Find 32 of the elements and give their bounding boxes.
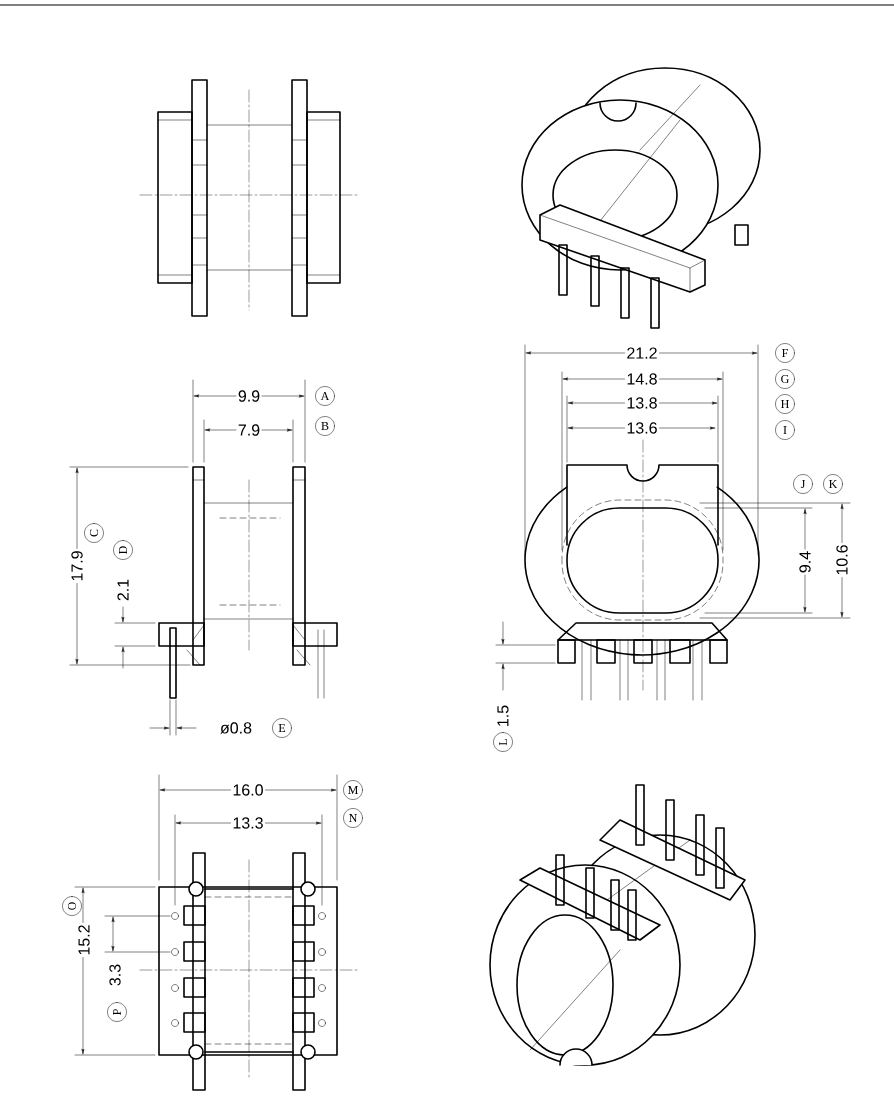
dimension-label: 10.6 (834, 542, 850, 578)
callout-letter: C (84, 523, 104, 543)
callout-letter: B (315, 416, 335, 436)
callout-letter: A (315, 386, 335, 406)
callout-letter: O (62, 896, 82, 916)
callout-letter: M (343, 780, 363, 800)
callout-letter: N (343, 808, 363, 828)
dimension-label: 13.3 (230, 815, 266, 831)
dimension-label: 21.2 (624, 345, 660, 361)
callout-letter: E (272, 718, 292, 738)
dimension-label: 1.5 (495, 703, 511, 729)
callout-letter: K (823, 474, 843, 494)
dimension-label: 13.6 (624, 420, 660, 436)
dimension-label: 14.8 (624, 371, 660, 387)
dimension-label: ø0.8 (218, 720, 254, 736)
callout-letter: H (775, 394, 795, 414)
dimension-label: 3.3 (107, 962, 123, 988)
callout-letter: P (107, 1002, 127, 1022)
callout-letter: I (775, 420, 795, 440)
callout-letter: J (793, 474, 813, 494)
callout-letter: G (775, 369, 795, 389)
callout-letter: L (493, 732, 513, 752)
dimension-label: 7.9 (236, 422, 262, 438)
dimension-label: 9.9 (236, 388, 262, 404)
dimension-label: 17.9 (69, 548, 85, 584)
dimension-label: 2.1 (115, 577, 131, 603)
dimension-label: 9.4 (797, 549, 813, 575)
dimension-label: 15.2 (76, 922, 92, 958)
dimension-label: 13.8 (624, 395, 660, 411)
callout-letter: D (113, 540, 133, 560)
dimension-label: 16.0 (230, 782, 266, 798)
callout-letter: F (775, 343, 795, 363)
